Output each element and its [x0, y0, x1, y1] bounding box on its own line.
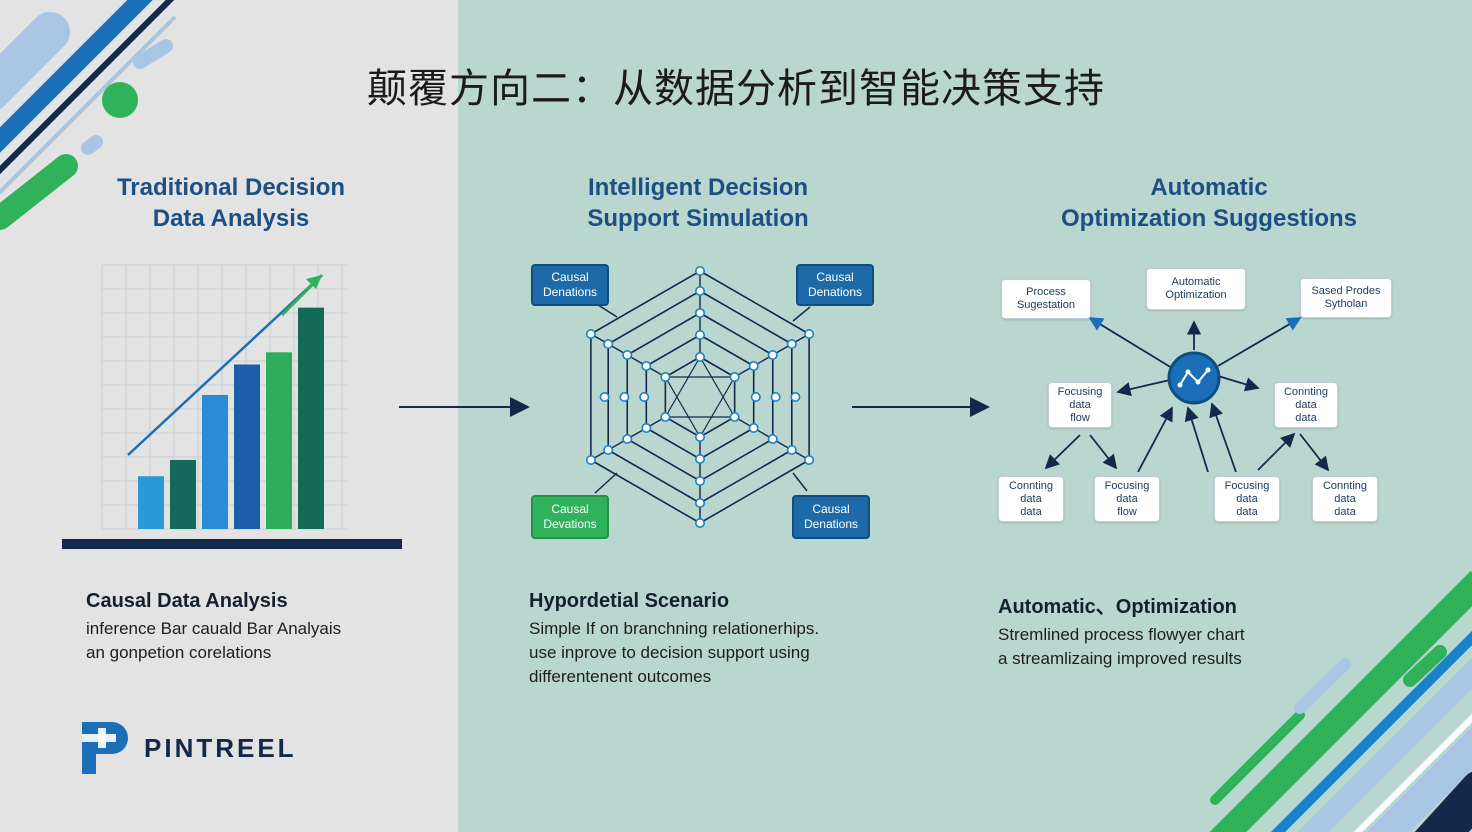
hex-node	[585, 455, 596, 466]
bar-1	[138, 476, 164, 529]
bar-3	[202, 394, 228, 529]
hex-node	[619, 392, 630, 403]
hex-cross-link	[699, 356, 736, 418]
hex-node	[790, 392, 801, 403]
hex-node	[695, 454, 706, 465]
panel-title-intelligent: Intelligent Decision Support Simulation	[587, 174, 809, 232]
hex-cross-link	[664, 376, 701, 438]
page-title: 颠覆方向二：从数据分析到智能决策支持	[367, 66, 1105, 112]
hex-node	[695, 476, 706, 487]
bar-2	[170, 459, 196, 529]
hex-node	[748, 361, 759, 372]
hex-node	[695, 330, 706, 341]
hex-node	[695, 307, 706, 318]
hex-node	[599, 392, 610, 403]
panel-desc-automatic: Automatic、Optimization Stremlined proces…	[998, 596, 1245, 668]
hex-node	[767, 434, 778, 445]
hex-node	[603, 339, 614, 350]
chart-trend	[127, 273, 324, 456]
left-panel-background	[0, 0, 458, 832]
web-connector-bl	[594, 472, 618, 494]
chart-baseline	[62, 539, 402, 549]
web-connector-br	[792, 472, 808, 492]
hex-node	[695, 352, 706, 363]
hex-node	[622, 434, 633, 445]
hex-node	[770, 392, 781, 403]
brand-name: PINTREEL	[144, 732, 297, 763]
hex-cross-link	[699, 376, 736, 438]
hex-node	[660, 412, 671, 423]
hex-node	[748, 423, 759, 434]
web-connector-tr	[792, 306, 811, 322]
brand-logo-icon	[82, 722, 128, 774]
hex-node	[729, 372, 740, 383]
hex-node	[695, 266, 706, 276]
bar-4	[234, 364, 260, 529]
hex-node	[585, 329, 596, 340]
hex-node	[639, 392, 650, 403]
panel-title-automatic: Automatic Optimization Suggestions	[1060, 174, 1357, 232]
causal-web-diagram	[585, 266, 815, 528]
trend-line	[127, 274, 323, 456]
hex-node	[786, 339, 797, 350]
hex-node	[804, 329, 815, 340]
hex-node	[695, 432, 706, 443]
hex-ring	[664, 356, 736, 438]
hex-node	[786, 445, 797, 456]
hex-node	[603, 445, 614, 456]
hex-node	[660, 372, 671, 383]
panel-desc-intelligent: Hypordetial Scenario Simple If on branch…	[529, 590, 820, 686]
chart-bars	[138, 307, 324, 529]
hex-cross-link	[664, 356, 701, 418]
hex-node	[750, 392, 761, 403]
bar-6	[298, 307, 324, 529]
hex-node	[641, 361, 652, 372]
hex-nodes	[585, 266, 815, 528]
bar-chart	[62, 264, 402, 549]
hex-node	[804, 455, 815, 466]
hex-node	[729, 412, 740, 423]
trend-segment-green	[280, 273, 324, 317]
brand-logo: PINTREEL	[82, 722, 297, 774]
hex-node	[695, 285, 706, 296]
hex-node	[695, 498, 706, 509]
bar-5	[266, 352, 292, 529]
panel-desc-traditional: Causal Data Analysis inference Bar caual…	[86, 590, 342, 662]
hex-node	[695, 517, 706, 528]
hex-node	[622, 350, 633, 361]
hex-node	[641, 423, 652, 434]
hex-node	[767, 350, 778, 361]
panel-title-traditional: Traditional Decision Data Analysis	[116, 174, 346, 232]
